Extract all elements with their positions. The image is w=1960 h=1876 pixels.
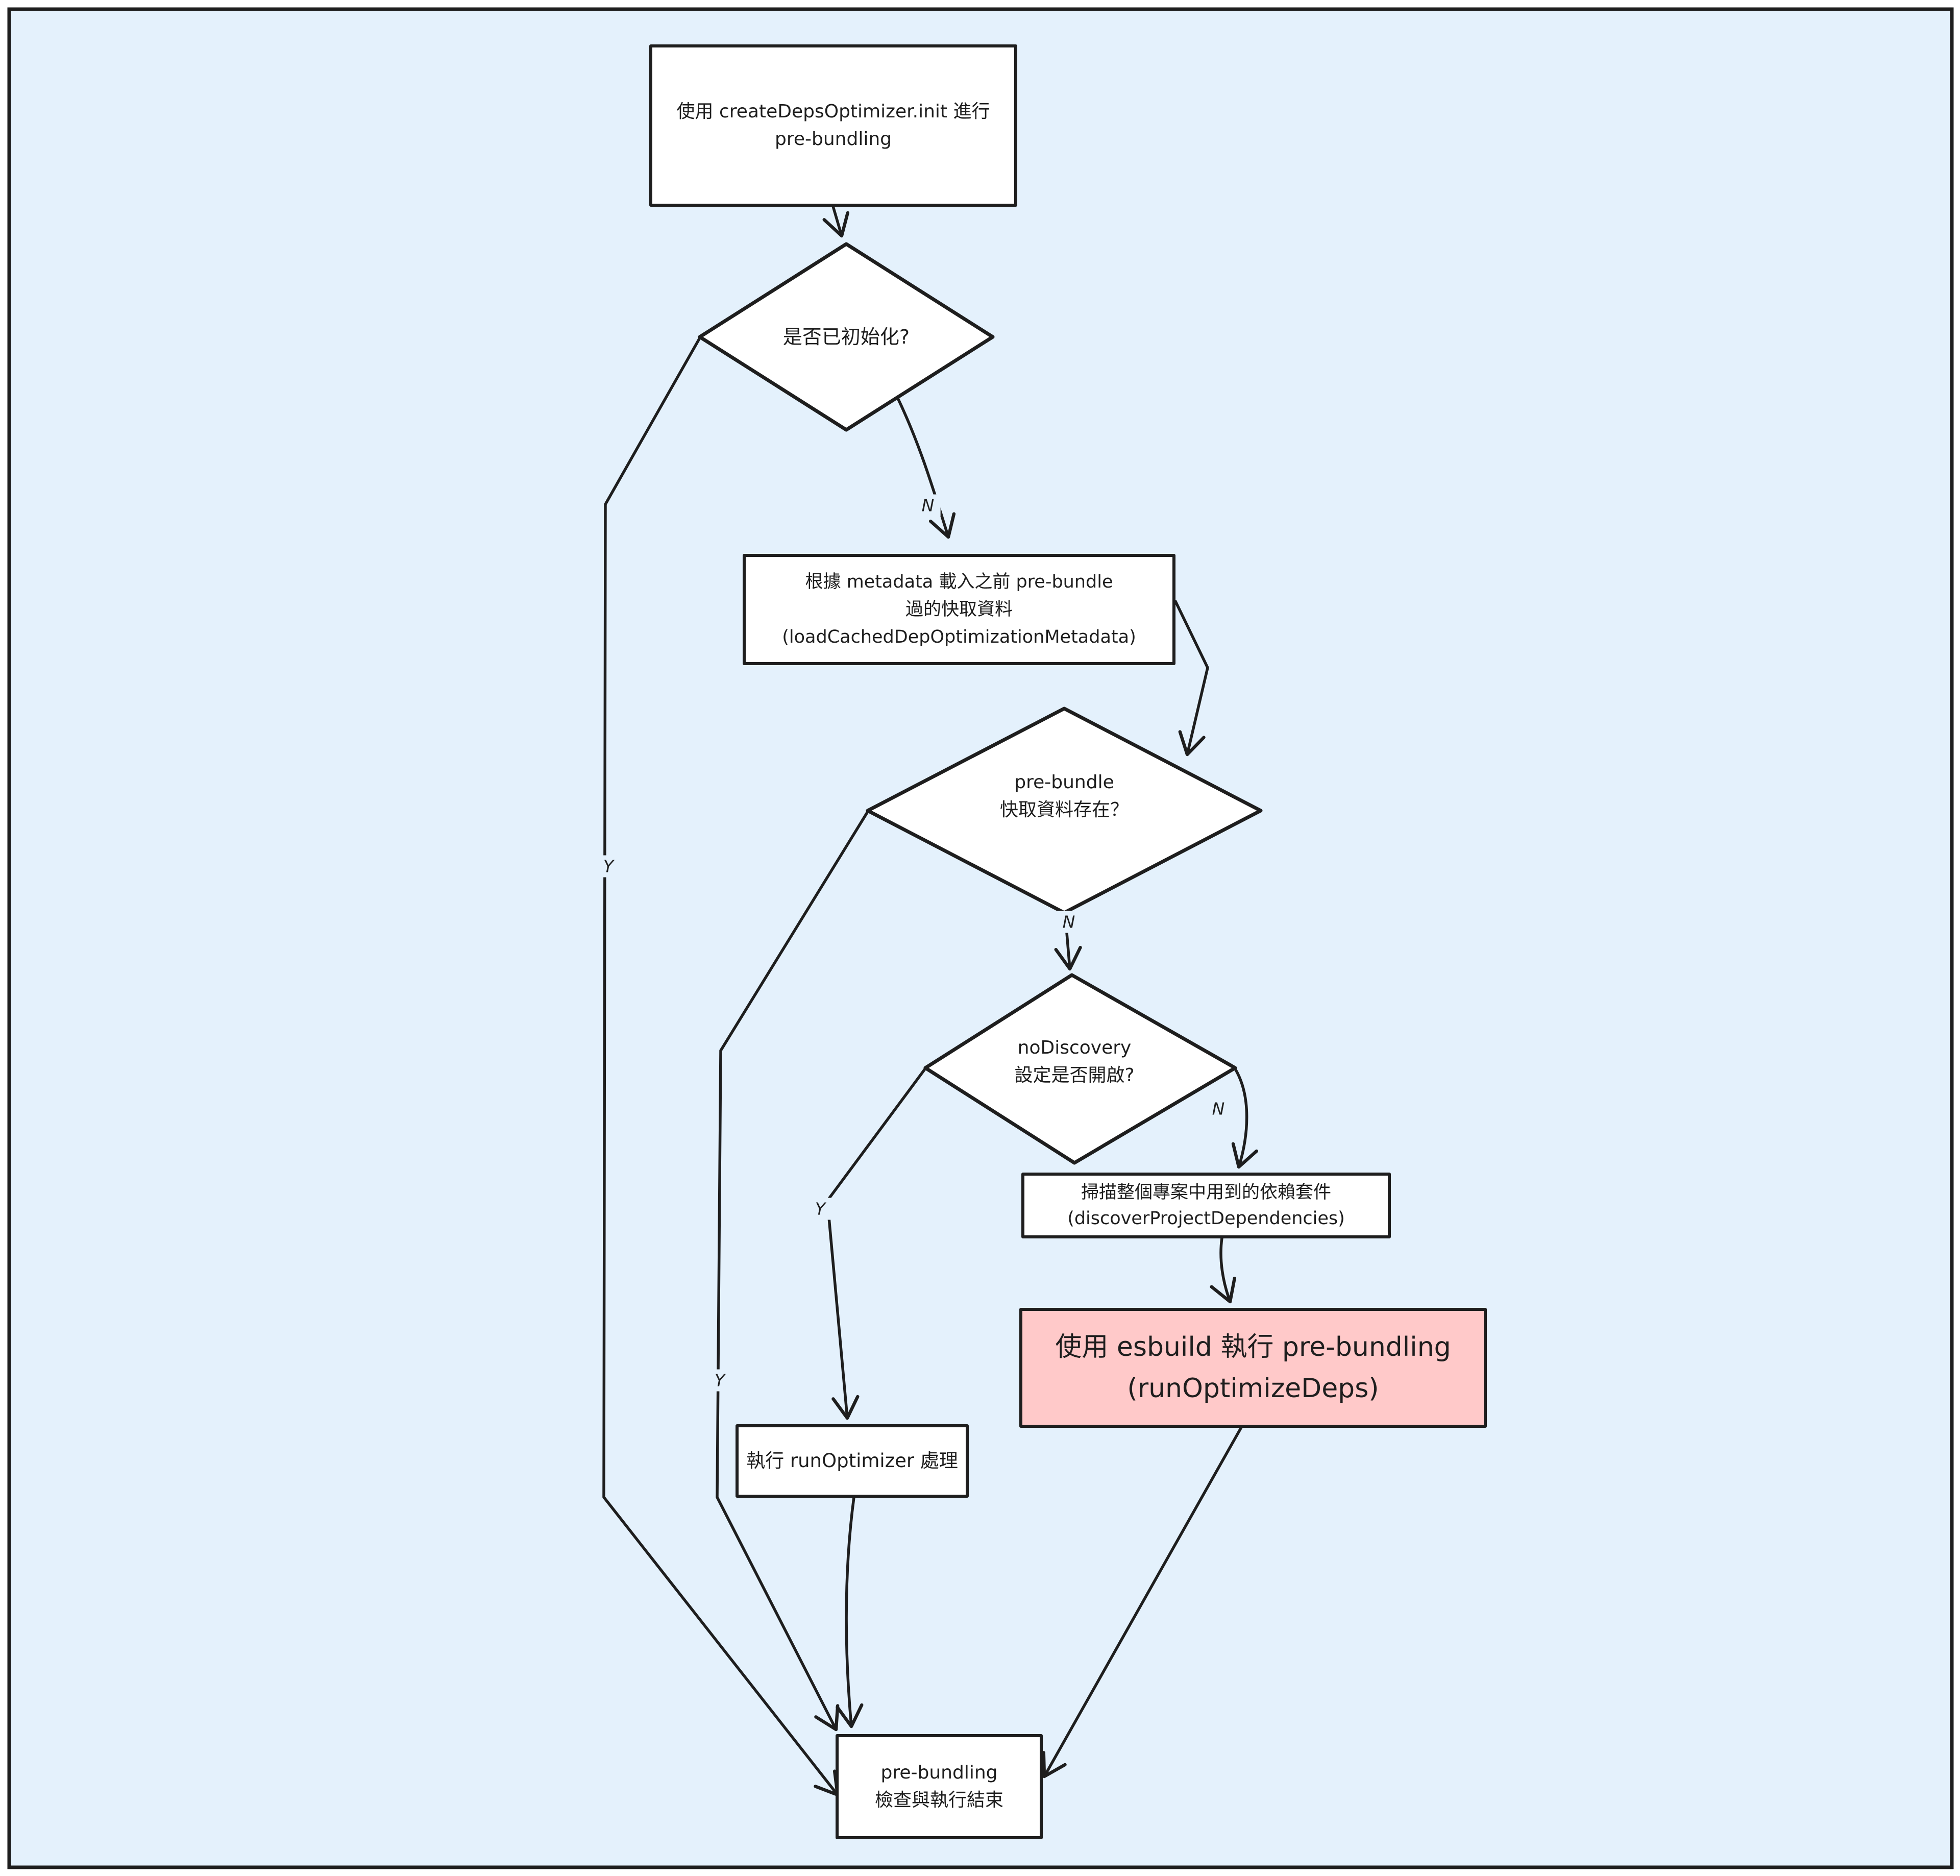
end-box-shape bbox=[836, 1734, 1043, 1839]
no-discovery-label: noDiscovery 設定是否開啟? bbox=[1014, 1037, 1135, 1086]
no-discovery-diamond-shape bbox=[923, 973, 1237, 1165]
edge-scan-to-esbuild bbox=[1210, 1236, 1236, 1304]
run-optimizer-label: 執行 runOptimizer 處理 bbox=[746, 1450, 958, 1472]
edge-label-cache-yes: Y bbox=[708, 1369, 731, 1392]
edge-init-no-to-load bbox=[895, 395, 956, 539]
edge-esbuild-to-end bbox=[1042, 1426, 1243, 1778]
edge-load-to-cache bbox=[1174, 600, 1209, 757]
load-cached-box-shape bbox=[743, 554, 1175, 665]
edge-label-cache-no: N bbox=[1056, 911, 1082, 933]
edge-start-to-init bbox=[822, 205, 849, 238]
edge-cache-yes-to-end bbox=[716, 810, 869, 1732]
scan-deps-label: 掃描整個專案中用到的依賴套件 (discoverProjectDependenc… bbox=[1067, 1182, 1345, 1229]
edge-label-nodiscovery-no: N bbox=[1206, 1098, 1231, 1120]
cache-exists-label: pre-bundle 快取資料存在？ bbox=[999, 771, 1129, 820]
edge-label-init-no: N bbox=[915, 494, 941, 517]
esbuild-highlight-label: 使用 esbuild 執行 pre-bundling (runOptimizeD… bbox=[1055, 1331, 1451, 1404]
is-initialized-label: 是否已初始化? bbox=[782, 325, 910, 348]
edge-label-nodiscovery-yes: Y bbox=[808, 1198, 832, 1220]
load-cached-label: 根據 metadata 載入之前 pre-bundle 過的快取資料 (load… bbox=[782, 571, 1136, 648]
scan-deps-box-shape bbox=[1021, 1173, 1391, 1238]
start-box-shape bbox=[649, 44, 1017, 207]
esbuild-box-shape bbox=[1019, 1308, 1487, 1428]
canvas-frame bbox=[7, 7, 1954, 1869]
edge-label-init-yes: Y bbox=[597, 855, 620, 878]
start-node-label: 使用 createDepsOptimizer.init 進行 pre-bundl… bbox=[676, 101, 990, 150]
run-optimizer-box-shape bbox=[736, 1424, 969, 1498]
edge-nodiscovery-no-to-scan bbox=[1231, 1067, 1259, 1169]
is-initialized-diamond-shape bbox=[698, 242, 995, 432]
edge-runoptimizer-to-end bbox=[836, 1496, 864, 1728]
edge-init-yes-to-end bbox=[602, 336, 840, 1797]
end-node-label: pre-bundling 檢查與執行結束 bbox=[874, 1762, 1003, 1811]
